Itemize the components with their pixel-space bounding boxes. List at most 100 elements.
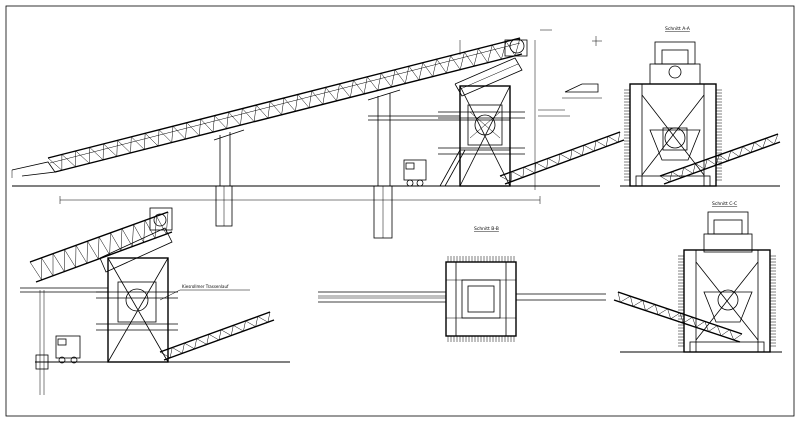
- drawing-stroke: [418, 62, 424, 81]
- drawing-stroke: [582, 145, 585, 156]
- drawing-stroke: [367, 76, 378, 91]
- drawing-stroke: [283, 97, 296, 112]
- drawing-stroke: [436, 59, 447, 74]
- drawing-stroke: [511, 171, 523, 178]
- drawing-stroke: [630, 296, 634, 307]
- drawing-stroke: [110, 232, 122, 251]
- drawing-stroke: [716, 325, 722, 336]
- drawing-stroke: [218, 329, 222, 341]
- drawing-stroke: [707, 158, 717, 166]
- drawing-stroke: [695, 163, 705, 170]
- drawing-stroke: [683, 316, 693, 324]
- drawing-stroke: [683, 167, 694, 174]
- drawing-stroke: [692, 163, 696, 174]
- drawing-stroke: [169, 347, 173, 358]
- drawing-stroke: [695, 321, 705, 328]
- drawing-stroke: [659, 175, 670, 183]
- drawing-stroke: [131, 136, 145, 150]
- drawing-stroke: [739, 146, 743, 157]
- drawing-stroke: [196, 338, 207, 345]
- drawing-stroke: [98, 236, 110, 256]
- drawing-stroke: [156, 216, 167, 235]
- drawing-stroke: [487, 44, 493, 63]
- drawing-stroke: [172, 126, 186, 140]
- section-cc-title: Schnitt C-C: [712, 201, 737, 207]
- drawing-stroke: [157, 129, 160, 146]
- drawing-stroke: [120, 228, 123, 251]
- drawing-stroke: [184, 342, 195, 350]
- drawing-stroke: [704, 159, 708, 170]
- drawing-stroke: [405, 66, 410, 84]
- annotation-main: Kiesrollmer Trassenlauf: [182, 284, 229, 289]
- drawing-stroke: [212, 115, 215, 133]
- drawing-stroke: [692, 317, 697, 328]
- drawing-stroke: [267, 311, 271, 323]
- drawing-stroke: [339, 83, 351, 98]
- drawing-stroke: [87, 241, 99, 260]
- drawing-stroke: [194, 338, 197, 349]
- drawing-stroke: [501, 41, 507, 60]
- drawing-stroke: [766, 137, 775, 145]
- drawing-stroke: [230, 325, 234, 336]
- drawing-stroke: [570, 149, 573, 160]
- drawing-stroke: [240, 108, 243, 126]
- drawing-stroke: [671, 171, 682, 178]
- drawing-stroke: [595, 140, 607, 147]
- drawing-stroke: [117, 140, 131, 154]
- drawing-stroke: [29, 261, 42, 281]
- section-cc-belt: [617, 291, 743, 341]
- drawing-stroke: [523, 166, 535, 174]
- drawing-stroke: [295, 94, 299, 112]
- drawing-stroke: [617, 131, 621, 143]
- drawing-stroke: [546, 158, 549, 169]
- drawing-stroke: [478, 48, 488, 63]
- drawing-stroke: [185, 122, 188, 140]
- drawing-stroke: [186, 122, 200, 136]
- drawing-stroke: [297, 94, 310, 108]
- drawing-stroke: [253, 105, 257, 122]
- drawing-stroke: [256, 104, 269, 119]
- drawing-stroke: [446, 55, 451, 74]
- drawing-stroke: [583, 144, 595, 152]
- drawing-stroke: [214, 115, 227, 129]
- drawing-stroke: [206, 334, 210, 345]
- drawing-stroke: [380, 73, 392, 88]
- drawing-stroke: [52, 253, 65, 272]
- drawing-stroke: [762, 138, 767, 149]
- drawing-stroke: [144, 133, 146, 150]
- drawing-stroke: [571, 149, 583, 156]
- drawing-stroke: [89, 147, 104, 161]
- drawing-stroke: [61, 154, 76, 167]
- drawing-stroke: [255, 316, 259, 327]
- drawing-stroke: [547, 158, 559, 165]
- section-aa-belt: [659, 133, 779, 183]
- lower-side-belt: [159, 311, 271, 358]
- drawing-stroke: [669, 171, 673, 182]
- drawing-stroke: [228, 111, 241, 126]
- lower-conveyor-truss: [29, 211, 169, 281]
- drawing-stroke: [492, 44, 502, 60]
- drawing-stroke: [450, 55, 461, 70]
- drawing-stroke: [172, 347, 183, 354]
- drawing-stroke: [422, 62, 433, 77]
- drawing-stroke: [200, 119, 214, 133]
- section-c-c-view: Schnitt C-C: [613, 201, 782, 353]
- drawing-stroke: [257, 316, 269, 323]
- drawing-stroke: [620, 295, 631, 303]
- sheet-border: [5, 5, 795, 417]
- section-b-b-view: Schnitt B-B: [318, 226, 606, 342]
- drawing-stroke: [535, 162, 547, 169]
- drawing-stroke: [86, 241, 88, 264]
- drawing-stroke: [654, 304, 659, 315]
- drawing-stroke: [464, 51, 475, 67]
- drawing-stroke: [657, 308, 668, 315]
- drawing-stroke: [459, 52, 465, 70]
- drawing-stroke: [75, 150, 90, 164]
- drawing-stroke: [559, 153, 571, 161]
- drawing-stroke: [103, 143, 117, 157]
- drawing-stroke: [159, 351, 171, 358]
- drawing-stroke: [605, 136, 609, 147]
- drawing-stroke: [679, 312, 684, 324]
- drawing-stroke: [154, 216, 157, 239]
